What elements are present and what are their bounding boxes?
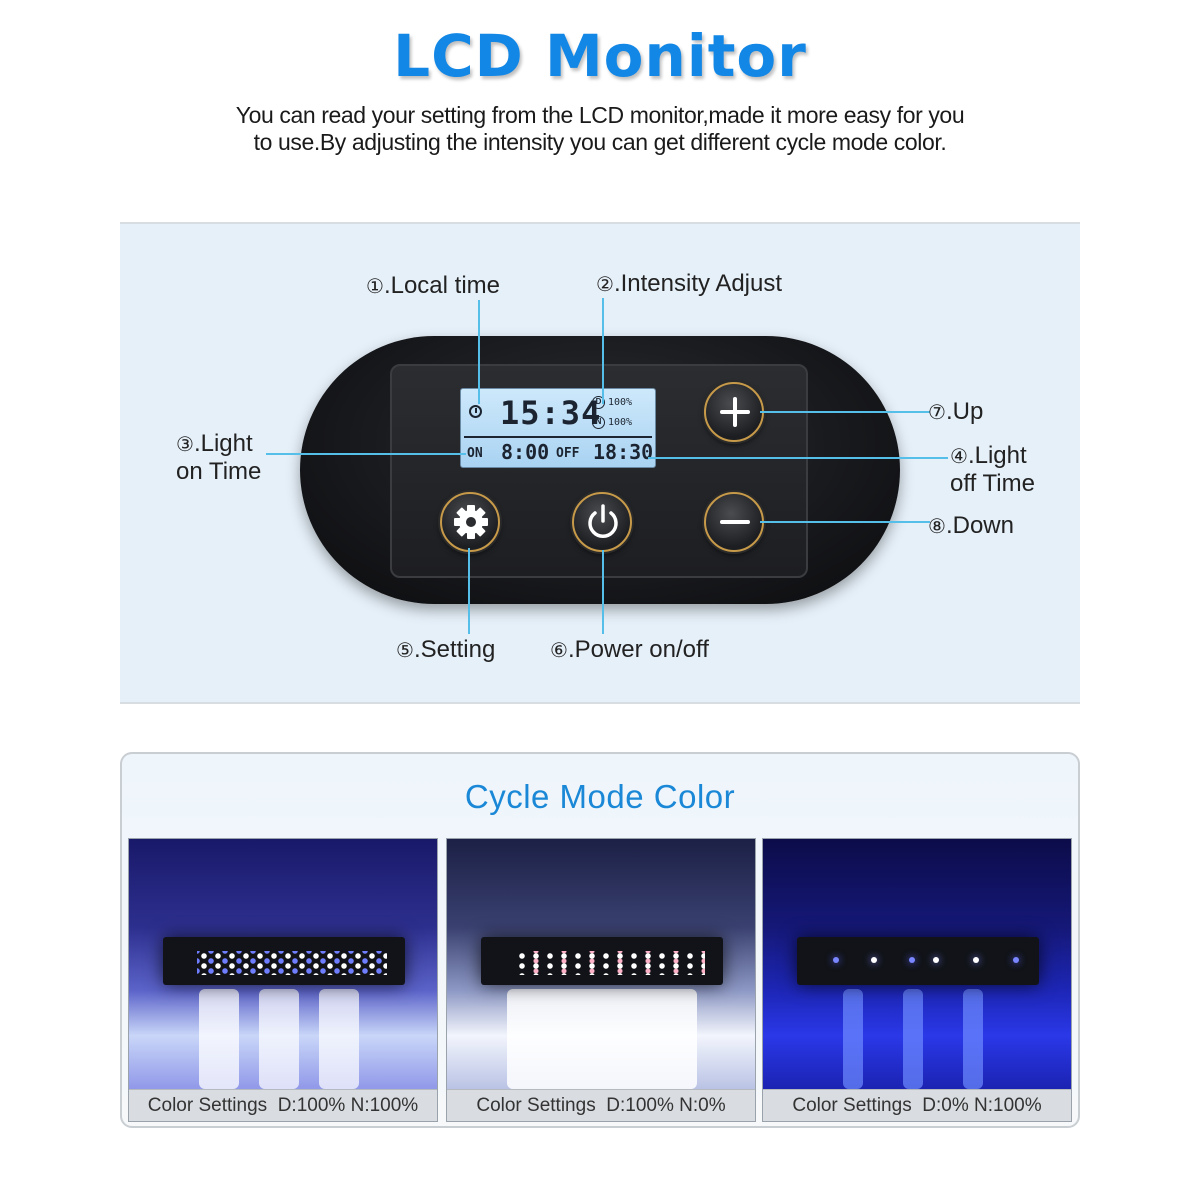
setting-button[interactable]	[440, 492, 500, 552]
led	[871, 957, 877, 963]
led-array	[515, 951, 705, 975]
light-beam	[963, 989, 983, 1089]
callout-local-time: ①.Local time	[366, 272, 500, 299]
lcd-off-label: OFF	[556, 446, 580, 461]
lcd-night-intensity: 100%	[608, 417, 633, 428]
plus-icon	[720, 397, 750, 427]
leader-light-off	[648, 457, 948, 459]
led	[833, 957, 839, 963]
night-mode-icon: N	[592, 416, 605, 429]
photo-caption: Color Settings D:100% N:100%	[129, 1089, 437, 1121]
leader-light-on	[266, 453, 466, 455]
led-array	[197, 951, 387, 975]
callout-up: ⑦.Up	[928, 398, 984, 425]
cycle-photo-day-only: Color Settings D:100% N:0%	[446, 838, 756, 1122]
leader-up	[760, 411, 930, 413]
lcd-screen	[460, 388, 656, 468]
day-mode-icon: D	[592, 396, 605, 409]
light-beam	[507, 989, 697, 1089]
lcd-off-time: 18:30	[593, 440, 654, 464]
led	[973, 957, 979, 963]
up-button[interactable]	[704, 382, 764, 442]
power-icon	[588, 504, 618, 538]
cycle-photo-night-only: Color Settings D:0% N:100%	[762, 838, 1072, 1122]
callout-intensity-adjust: ②.Intensity Adjust	[596, 270, 783, 297]
led	[909, 957, 915, 963]
callout-light-on-time: ③.Light on Time	[176, 430, 262, 485]
lcd-day-intensity: 100%	[608, 397, 633, 408]
minus-icon	[720, 520, 750, 524]
page-description: You can read your setting from the LCD m…	[235, 102, 965, 155]
callout-down: ⑧.Down	[928, 512, 1014, 539]
down-button[interactable]	[704, 492, 764, 552]
leader-intensity	[602, 298, 604, 404]
cycle-mode-title: Cycle Mode Color	[464, 778, 736, 815]
lcd-on-time: 8:00	[501, 440, 550, 464]
led	[933, 957, 939, 963]
leader-setting	[468, 548, 470, 634]
light-beam	[319, 989, 359, 1089]
page-title: LCD Monitor	[393, 22, 807, 90]
cycle-photo-day-night: Color Settings D:100% N:100%	[128, 838, 438, 1122]
clock-icon	[469, 405, 482, 418]
photo-caption: Color Settings D:100% N:0%	[447, 1089, 755, 1121]
callout-power: ⑥.Power on/off	[550, 636, 709, 663]
power-button[interactable]	[572, 492, 632, 552]
callout-light-off-time: ④.Light off Time	[950, 442, 1035, 497]
photo-caption: Color Settings D:0% N:100%	[763, 1089, 1071, 1121]
light-beam	[259, 989, 299, 1089]
light-beam	[199, 989, 239, 1089]
leader-local-time	[478, 300, 480, 404]
light-beam	[903, 989, 923, 1089]
lcd-local-time: 15:34	[500, 394, 602, 432]
led	[1013, 957, 1019, 963]
gear-icon	[454, 505, 488, 539]
lcd-divider	[464, 436, 652, 438]
light-beam	[843, 989, 863, 1089]
leader-down	[760, 521, 930, 523]
leader-power	[602, 550, 604, 634]
lcd-on-label: ON	[467, 446, 483, 461]
callout-setting: ⑤.Setting	[396, 636, 496, 663]
